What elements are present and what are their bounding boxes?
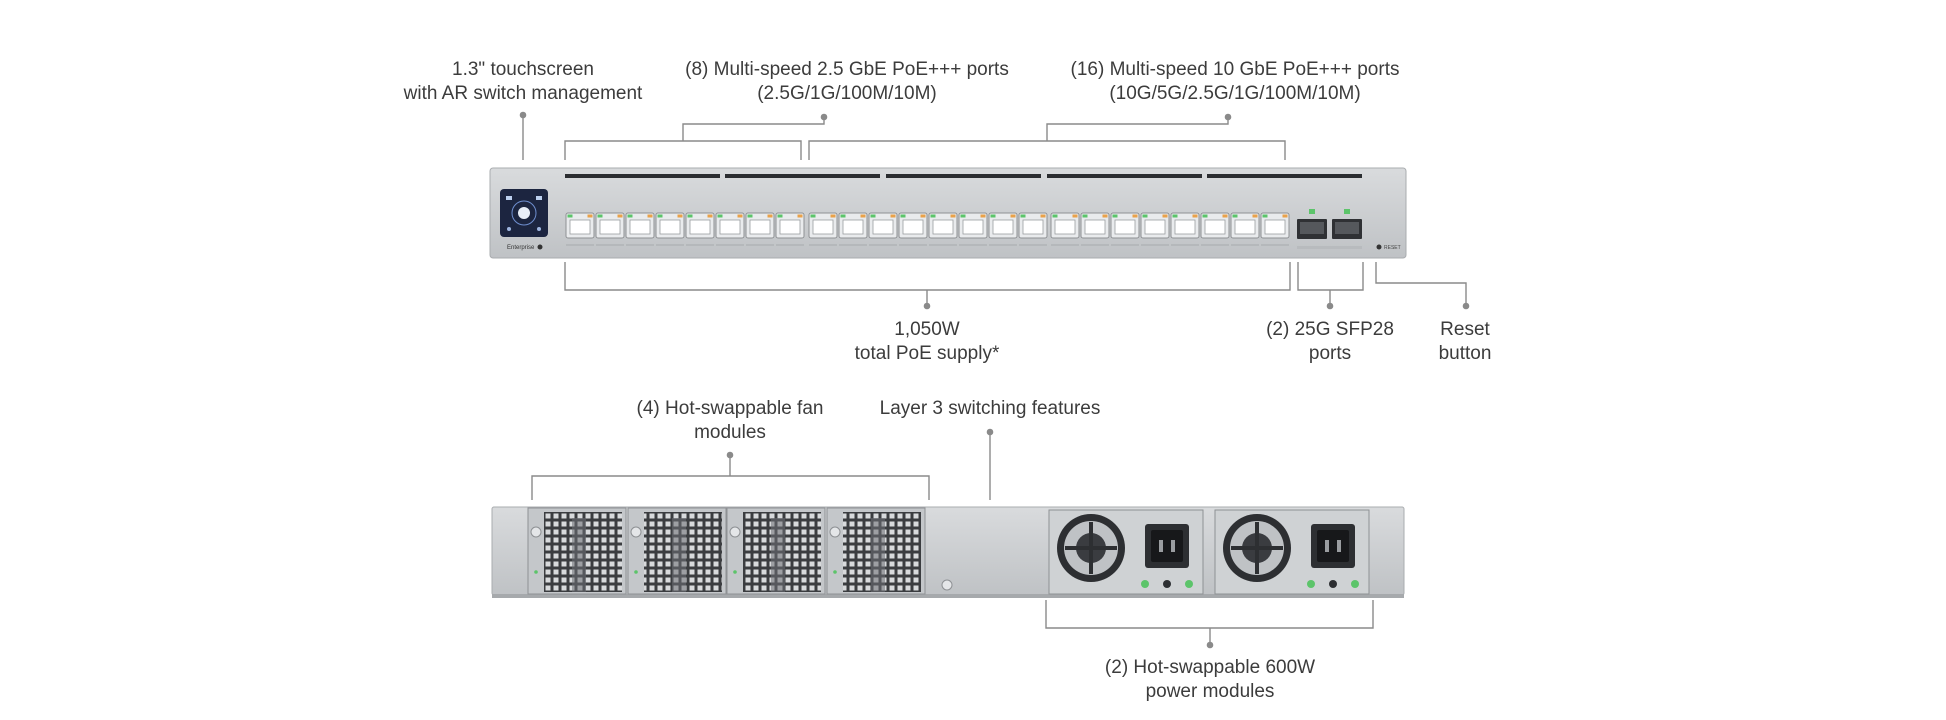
rj45-port[interactable]: [655, 212, 685, 246]
layer3-label: Layer 3 switching features: [879, 398, 1101, 419]
rj45-port[interactable]: [868, 212, 898, 246]
rj45-port[interactable]: [1170, 212, 1200, 246]
ports-2-5gbe-label: (8) Multi-speed 2.5 GbE PoE+++ ports(2.5…: [685, 59, 1009, 104]
rj45-port[interactable]: [808, 212, 838, 246]
fan-module[interactable]: [627, 507, 727, 595]
reset-button[interactable]: [1376, 244, 1382, 250]
rj45-port[interactable]: [1080, 212, 1110, 246]
rj45-port[interactable]: [595, 212, 625, 246]
switch-front-chassis: Enterprise RESET: [489, 167, 1407, 259]
rj45-port[interactable]: [565, 212, 595, 246]
rj45-port[interactable]: [898, 212, 928, 246]
rj45-port[interactable]: [1050, 212, 1080, 246]
rj45-port[interactable]: [838, 212, 868, 246]
rj45-port[interactable]: [1260, 212, 1290, 246]
callout-lines-rear: [531, 428, 1374, 649]
rj45-port[interactable]: [1018, 212, 1048, 246]
rj45-port[interactable]: [1200, 212, 1230, 246]
rj45-port[interactable]: [715, 212, 745, 246]
fan-module[interactable]: [527, 507, 627, 595]
rj45-port[interactable]: [1230, 212, 1260, 246]
fan-modules: [527, 507, 926, 595]
brand-text: Enterprise: [507, 245, 535, 251]
power-module[interactable]: [1048, 509, 1204, 595]
sfp28-ports: [1297, 209, 1362, 249]
rj45-ports: [565, 212, 1290, 246]
rj45-port[interactable]: [745, 212, 775, 246]
switch-rear-chassis: [491, 506, 1405, 598]
rj45-port[interactable]: [775, 212, 805, 246]
reset-text: RESET: [1384, 245, 1401, 251]
fan-module[interactable]: [826, 507, 926, 595]
power-module[interactable]: [1214, 509, 1370, 595]
callout-lines-front: [519, 111, 1470, 310]
ports-10gbe-label: (16) Multi-speed 10 GbE PoE+++ ports(10G…: [1070, 59, 1400, 104]
rj45-port[interactable]: [625, 212, 655, 246]
rj45-port[interactable]: [958, 212, 988, 246]
power-modules: [1048, 509, 1370, 595]
rj45-port[interactable]: [685, 212, 715, 246]
rj45-port[interactable]: [988, 212, 1018, 246]
rj45-port[interactable]: [1110, 212, 1140, 246]
rj45-port[interactable]: [1140, 212, 1170, 246]
fan-module[interactable]: [726, 507, 826, 595]
rj45-port[interactable]: [928, 212, 958, 246]
touchscreen: [500, 189, 548, 237]
